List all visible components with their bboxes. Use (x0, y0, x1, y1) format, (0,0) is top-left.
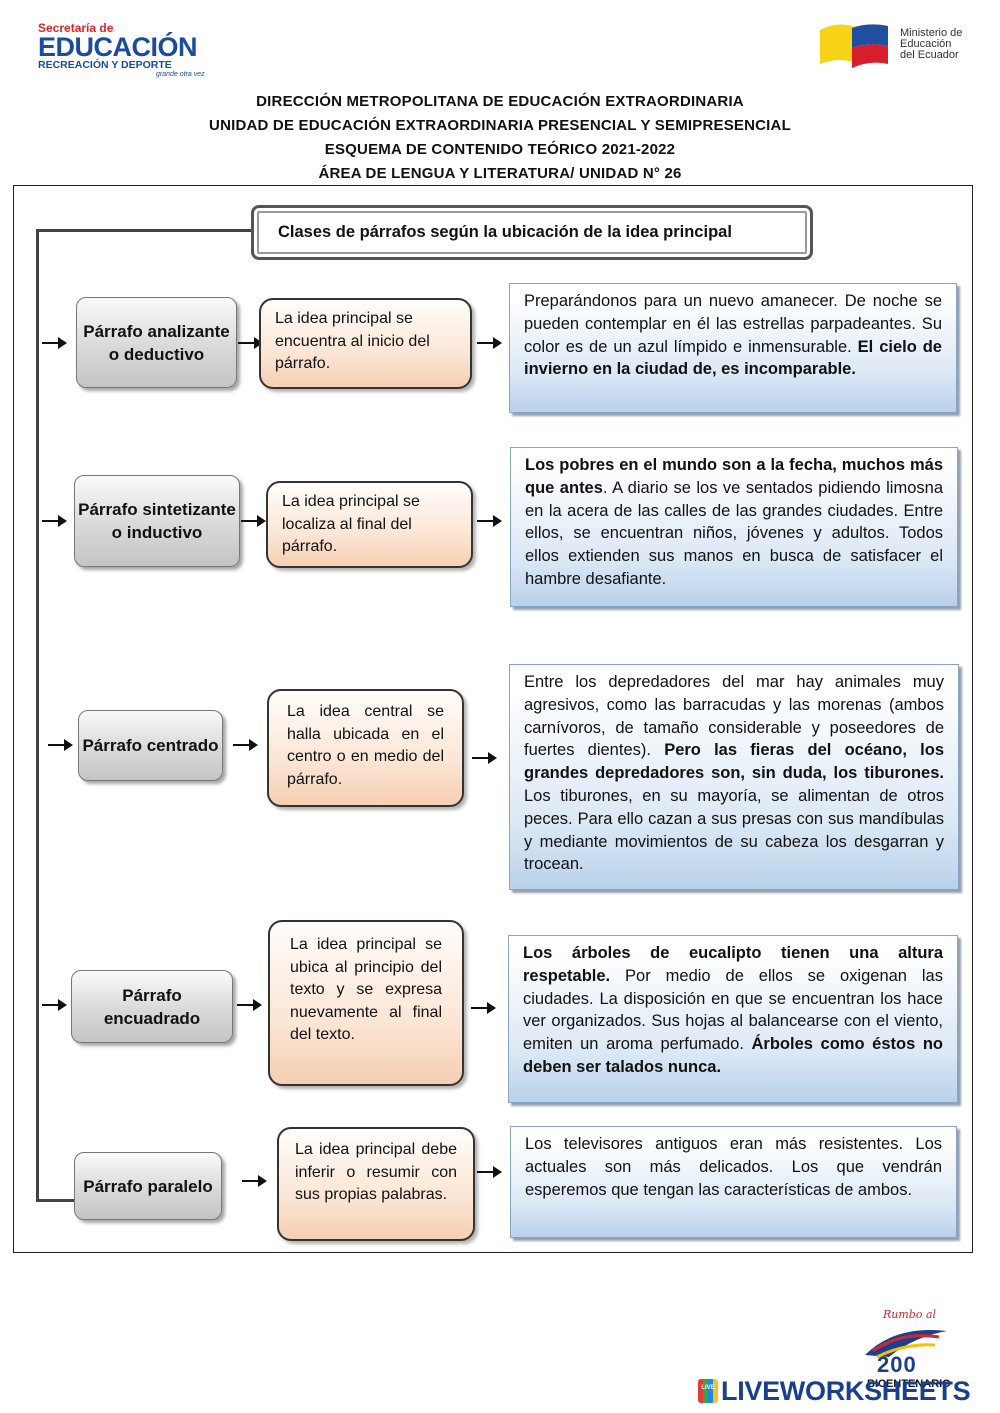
bicentenario-number: 200 (877, 1352, 917, 1377)
example-text: Entre los depredadores del mar hay anima… (524, 673, 944, 760)
example-box: Los pobres en el mundo son a la fecha, m… (510, 447, 958, 607)
example-text: Preparándonos para un nuevo amanecer. De… (524, 292, 942, 356)
main-connector-line (36, 229, 39, 1202)
example-box: Los árboles de eucalipto tienen una altu… (508, 935, 958, 1103)
example-text: Los tiburones, en su mayoría, se aliment… (524, 786, 944, 874)
ministerio-line-3: del Ecuador (900, 49, 959, 61)
ministerio-line-1: Ministerio de (900, 27, 963, 39)
ministerio-educacion-logo: Ministerio de Educación del Ecuador (818, 20, 988, 75)
idea-box: La idea central se halla ubicada en el c… (267, 689, 464, 807)
bicentenario-swoosh-icon (865, 1330, 947, 1359)
top-connector-line (36, 229, 253, 232)
arrow-icon (477, 1166, 502, 1178)
header-title-3: ESQUEMA DE CONTENIDO TEÓRICO 2021-2022 (324, 141, 676, 158)
diagram-frame (13, 185, 973, 1253)
paragraph-type-box: Párrafo analizante o deductivo (76, 297, 237, 388)
paragraph-type-box: Párrafo sintetizante o inductivo (74, 475, 240, 567)
header-title-2: UNIDAD DE EDUCACIÓN EXTRAORDINARIA PRESE… (209, 117, 791, 134)
paragraph-type-box: Párrafo paralelo (74, 1152, 222, 1220)
arrow-icon (48, 739, 73, 751)
idea-box: La idea principal debe inferir o resumir… (277, 1127, 475, 1241)
arrow-icon (241, 515, 266, 527)
arrow-icon (233, 739, 258, 751)
idea-box: La idea principal se localiza al final d… (266, 481, 473, 568)
example-text: . A diario se los ve sentados pidiendo l… (525, 478, 943, 588)
example-box: Preparándonos para un nuevo amanecer. De… (509, 283, 957, 413)
ecuador-flag-icon (820, 24, 888, 68)
logo-line-1: Secretaría de (38, 21, 114, 35)
example-bold-text: Pero las fieras del océano, los grandes … (524, 741, 944, 783)
header-title-1: DIRECCIÓN METROPOLITANA DE EDUCACIÓN EXT… (256, 93, 744, 110)
example-bold-text: Los pobres en el mundo son a la fecha, m… (525, 456, 943, 497)
header-title-4: ÁREA DE LENGUA Y LITERATURA/ UNIDAD N° 2… (318, 165, 682, 182)
bicentenario-top-text: Rumbo al (883, 1308, 937, 1321)
example-bold-text: Árboles como éstos no deben ser talados … (523, 1035, 944, 1076)
example-text: Los televisores antiguos eran más resist… (525, 1135, 942, 1199)
ministerio-line-2: Educación (900, 38, 952, 50)
example-box: Los televisores antiguos eran más resist… (510, 1126, 957, 1238)
example-text: Por medio de ellos se oxigenan las ciuda… (523, 966, 943, 1054)
paragraph-type-box: Párrafo encuadrado (71, 970, 233, 1043)
liveworksheets-text: LIVEWORKSHEETS (721, 1376, 971, 1406)
logo-tagline: grande otra vez (156, 71, 205, 78)
liveworksheets-logo[interactable]: LIVE LIVEWORKSHEETS (698, 1376, 971, 1407)
arrow-icon (242, 1175, 267, 1187)
bicentenario-logo: Rumbo al 200 BICENTENARIO (855, 1308, 955, 1390)
arrow-icon (472, 752, 497, 764)
arrow-icon (237, 999, 262, 1011)
idea-box: La idea principal se encuentra al inicio… (259, 298, 472, 389)
logo-line-3: RECREACIÓN Y DEPORTE (38, 59, 172, 71)
arrow-icon (477, 337, 502, 349)
idea-box: La idea principal se ubica al principio … (268, 920, 464, 1086)
example-box: Entre los depredadores del mar hay anima… (509, 664, 959, 890)
arrow-icon (238, 337, 263, 349)
bicentenario-label: BICENTENARIO (867, 1378, 951, 1390)
example-bold-text: Los árboles de eucalipto tienen una altu… (523, 944, 943, 985)
paragraph-type-box: Párrafo centrado (78, 710, 223, 781)
arrow-icon (42, 999, 67, 1011)
example-bold-text: El cielo de invierno en la ciudad de, es… (524, 337, 942, 379)
arrow-icon (477, 515, 502, 527)
secretaria-educacion-logo: Secretaría de EDUCACIÓN RECREACIÓN Y DEP… (38, 22, 223, 82)
arrow-icon (471, 1002, 496, 1014)
logo-line-2: EDUCACIÓN (38, 32, 198, 62)
arrow-icon (42, 337, 67, 349)
arrow-icon (42, 515, 67, 527)
bottom-connector-line (36, 1199, 74, 1202)
liveworksheets-badge: LIVE (698, 1379, 718, 1403)
diagram-title: Clases de párrafos según la ubicación de… (251, 205, 813, 260)
